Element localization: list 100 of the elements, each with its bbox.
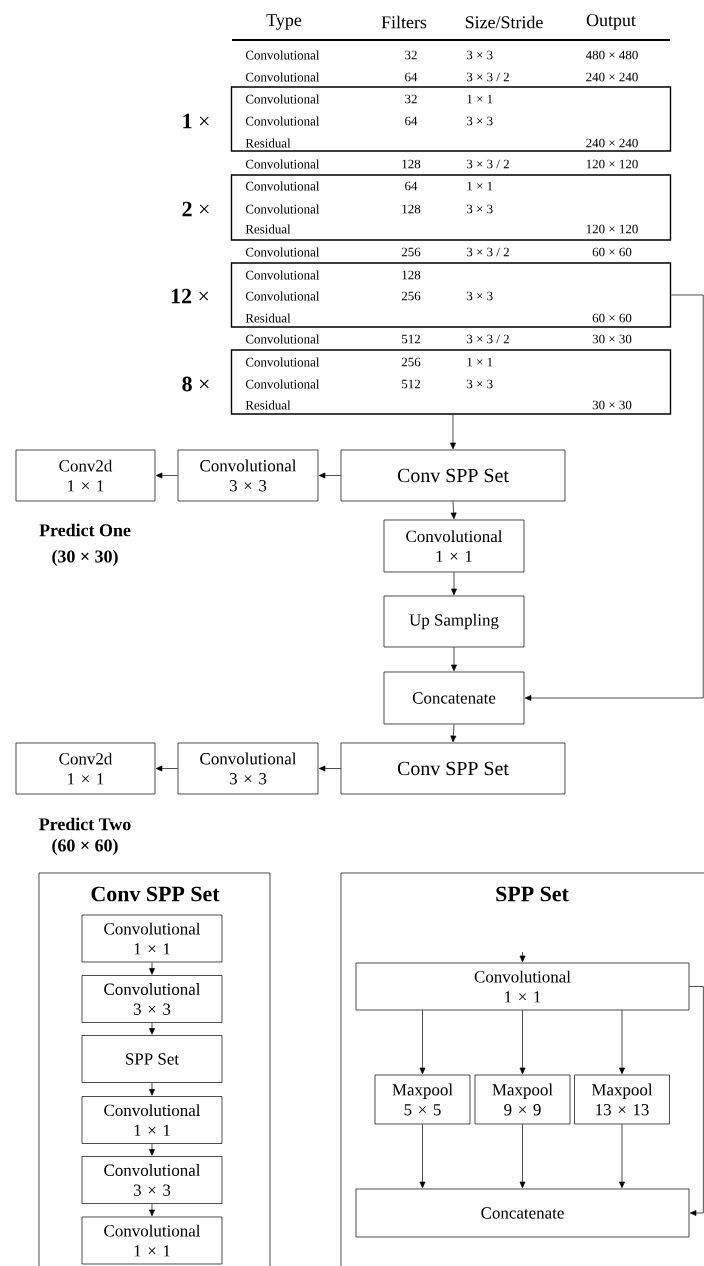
- table-entry: Convolutional: [245, 50, 320, 60]
- arrow: [519, 1124, 526, 1189]
- table-entry: 60 × 60: [592, 247, 632, 257]
- table-entry: Residual: [245, 313, 291, 323]
- table-entry: 120 × 120: [586, 224, 638, 234]
- repeat-count: 1 ×: [183, 113, 209, 129]
- output-caption: (30 × 30): [52, 549, 118, 567]
- table-entry: 512: [402, 334, 420, 344]
- table-entry: 32: [405, 94, 417, 104]
- table-entry: 1 × 1: [467, 357, 493, 367]
- table-entry: 3 × 3: [466, 379, 493, 389]
- column-header: Type: [266, 14, 302, 30]
- table-entry: 3 × 3 / 2: [466, 334, 509, 344]
- table-entry: Convolutional: [245, 357, 320, 367]
- arrow: [450, 501, 457, 520]
- arrow: [155, 472, 178, 479]
- table-entry: Convolutional: [245, 94, 320, 104]
- panel-title: Conv SPP Set: [91, 886, 220, 902]
- arrow: [450, 724, 457, 743]
- layer-box: Up Sampling: [383, 595, 525, 648]
- table-entry: Convolutional: [245, 181, 320, 191]
- arrow: [619, 1010, 625, 1075]
- arrow: [451, 647, 457, 672]
- layer-box: Convolutional 1 × 1: [81, 914, 223, 963]
- arrow: [519, 1010, 526, 1075]
- layer-box: Maxpool 5 × 5: [374, 1074, 471, 1125]
- table-entry: 128: [402, 159, 421, 169]
- arrow: [524, 294, 704, 701]
- arrow: [149, 1022, 155, 1035]
- table-entry: 64: [405, 181, 418, 191]
- table-entry: Residual: [245, 400, 291, 410]
- arrow: [149, 1143, 155, 1156]
- table-entry: Convolutional: [245, 247, 320, 257]
- table-entry: 240 × 240: [586, 138, 638, 148]
- table-entry: Residual: [245, 138, 291, 148]
- arrow: [149, 1203, 155, 1217]
- table-entry: Residual: [245, 224, 291, 234]
- arrow: [155, 765, 178, 772]
- repeat-count: 8 ×: [182, 376, 209, 392]
- table-entry: 256: [401, 357, 421, 367]
- table-entry: 60 × 60: [592, 313, 632, 323]
- arrow: [619, 1124, 625, 1189]
- table-entry: 64: [405, 116, 418, 126]
- table-entry: 3 × 3 / 2: [466, 247, 509, 257]
- layer-box: Maxpool 13 × 13: [574, 1074, 670, 1125]
- table-entry: 256: [401, 247, 421, 257]
- table-entry: 32: [405, 50, 417, 60]
- panel-title: SPP Set: [496, 886, 569, 902]
- layer-box: Convolutional 3 × 3: [177, 449, 319, 502]
- table-entry: Convolutional: [245, 159, 320, 169]
- arrow: [419, 1010, 426, 1075]
- layer-box: Conv SPP Set: [340, 449, 566, 502]
- table-entry: 512: [402, 379, 420, 389]
- output-caption: (60 × 60): [52, 838, 118, 856]
- table-entry: 120 × 120: [586, 159, 638, 169]
- table-entry: 3 × 3 / 2: [466, 159, 509, 169]
- layer-box: Maxpool 9 × 9: [474, 1074, 571, 1125]
- table-entry: Convolutional: [245, 270, 320, 280]
- layer-box: Convolutional 3 × 3: [177, 742, 319, 795]
- layer-box: Conv2d 1 × 1: [15, 742, 156, 795]
- layer-box: Conv2d 1 × 1: [15, 449, 156, 502]
- table-entry: Convolutional: [245, 291, 320, 301]
- arrow: [689, 986, 704, 1216]
- arrow: [519, 951, 526, 963]
- table-entry: Convolutional: [245, 204, 320, 214]
- layer-box: Convolutional 3 × 3: [81, 1156, 223, 1204]
- table-entry: 3 × 3: [466, 204, 493, 214]
- layer-box: Concatenate: [355, 1188, 690, 1238]
- table-entry: Convolutional: [245, 379, 320, 389]
- layer-box: SPP Set: [81, 1035, 223, 1083]
- arrow: [149, 1082, 155, 1096]
- arrow: [149, 962, 155, 975]
- arrow: [451, 572, 457, 596]
- layer-box: Convolutional 1 × 1: [383, 519, 525, 573]
- table-entry: 30 × 30: [592, 400, 632, 410]
- layer-box: Concatenate: [383, 671, 525, 725]
- layer-box: Convolutional 1 × 1: [81, 1096, 223, 1144]
- output-caption: Predict Two: [39, 817, 131, 831]
- layer-box: Convolutional 1 × 1: [355, 962, 690, 1011]
- table-entry: 30 × 30: [592, 334, 632, 344]
- layer-box: Convolutional 3 × 3: [81, 975, 223, 1023]
- layer-box: Conv SPP Set: [340, 742, 566, 795]
- column-header: Filters: [381, 15, 427, 29]
- column-header: Size/Stride: [465, 15, 543, 29]
- arrow: [318, 472, 341, 479]
- repeat-count: 2 ×: [182, 201, 209, 217]
- table-entry: Convolutional: [245, 116, 320, 126]
- column-header: Output: [586, 14, 636, 30]
- table-entry: 3 × 3: [466, 291, 493, 301]
- table-entry: 256: [401, 291, 421, 301]
- table-entry: 128: [402, 270, 421, 280]
- table-entry: 3 × 3: [466, 50, 493, 60]
- arrow: [318, 765, 341, 772]
- arrow: [419, 1124, 426, 1189]
- layer-box: Convolutional 1 × 1: [81, 1216, 223, 1265]
- table-entry: 128: [402, 204, 421, 214]
- output-caption: Predict One: [39, 523, 131, 537]
- table-entry: 3 × 3: [466, 116, 493, 126]
- arrow: [450, 414, 456, 450]
- table-entry: Convolutional: [245, 334, 320, 344]
